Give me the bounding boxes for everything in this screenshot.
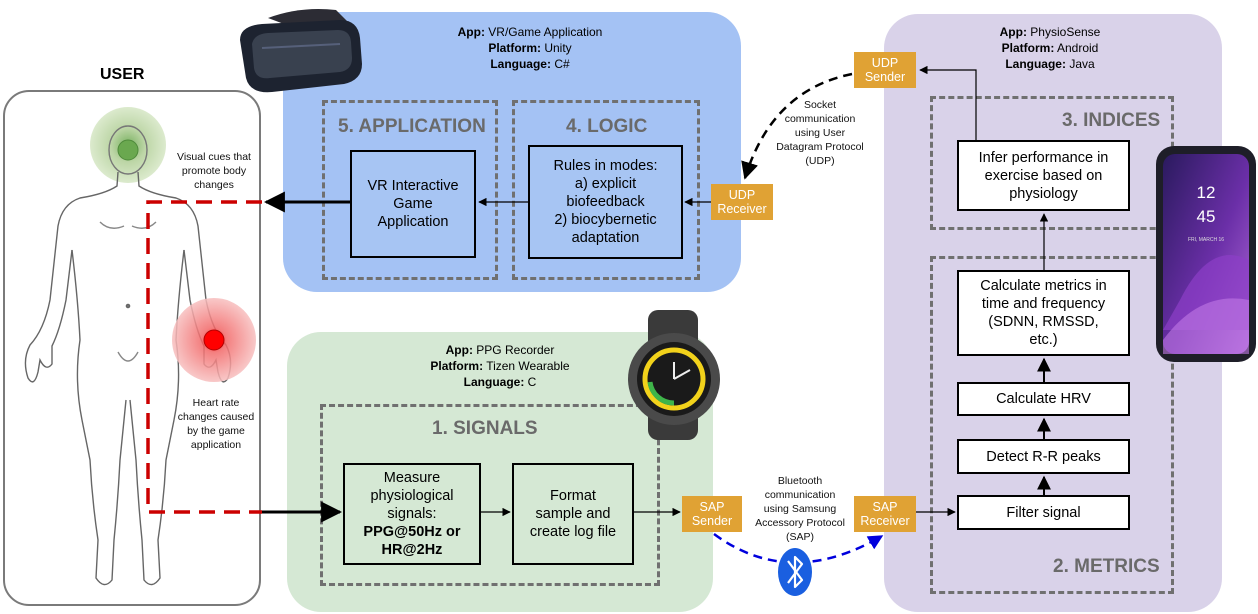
signals-section-title: 1. SIGNALS <box>432 418 538 439</box>
logic-rules-box: Rules in modes: a) explicit biofeedback … <box>528 145 683 259</box>
application-section-title: 5. APPLICATION <box>338 116 486 137</box>
heart-rate-note: Heart rate changes caused by the game ap… <box>177 397 255 451</box>
format-sample-box: Format sample and create log file <box>512 463 634 565</box>
infer-performance-box: Infer performance in exercise based on p… <box>957 140 1130 211</box>
filter-signal-box: Filter signal <box>957 495 1130 530</box>
logic-section-title: 4. LOGIC <box>566 116 648 137</box>
udp-sender-badge: UDP Sender <box>854 52 916 88</box>
metrics-section <box>930 256 1174 594</box>
metrics-section-title: 2. METRICS <box>1053 556 1160 577</box>
indices-section-title: 3. INDICES <box>1062 110 1161 131</box>
calculate-metrics-box: Calculate metrics in time and frequency … <box>957 270 1130 356</box>
udp-dashed-curve <box>741 72 853 180</box>
sap-dashed-curve <box>713 532 884 564</box>
human-body-figure <box>24 107 232 586</box>
calculate-hrv-box: Calculate HRV <box>957 382 1130 416</box>
ppg-app-meta: App: PPG Recorder Platform: Tizen Wearab… <box>430 343 570 389</box>
detect-rr-peaks-box: Detect R-R peaks <box>957 439 1130 474</box>
sap-sender-badge: SAP Sender <box>682 496 742 532</box>
vr-headset-icon <box>240 9 362 93</box>
svg-text:12: 12 <box>1197 183 1216 202</box>
vr-app-meta: App: VR/Game Application Platform: Unity… <box>457 25 603 71</box>
red-dashed-link <box>146 200 262 514</box>
user-title: USER <box>100 66 145 83</box>
bluetooth-icon <box>778 548 812 596</box>
logic-section <box>512 100 700 280</box>
smartwatch-icon <box>628 310 720 440</box>
udp-receiver-badge: UDP Receiver <box>711 184 773 220</box>
user-frame <box>3 90 261 606</box>
vr-application-box: VR Interactive Game Application <box>350 150 476 258</box>
udp-communication-note: Socket communication using User Datagram… <box>776 99 864 167</box>
bluetooth-communication-note: Bluetooth communication using Samsung Ac… <box>755 475 845 543</box>
physio-app-meta: App: PhysioSense Platform: Android Langu… <box>999 25 1101 71</box>
sap-receiver-badge: SAP Receiver <box>854 496 916 532</box>
svg-text:45: 45 <box>1197 207 1216 226</box>
heart-rate-dot <box>203 329 225 351</box>
visual-cues-note: Visual cues that promote body changes <box>177 151 251 191</box>
smartphone-icon: 12 45 FRI, MARCH 16 <box>1156 146 1256 362</box>
measure-signals-box: Measure physiological signals: PPG@50Hz … <box>343 463 481 565</box>
svg-text:FRI, MARCH 16: FRI, MARCH 16 <box>1188 237 1224 243</box>
signals-section <box>320 404 660 586</box>
application-section <box>322 100 498 280</box>
